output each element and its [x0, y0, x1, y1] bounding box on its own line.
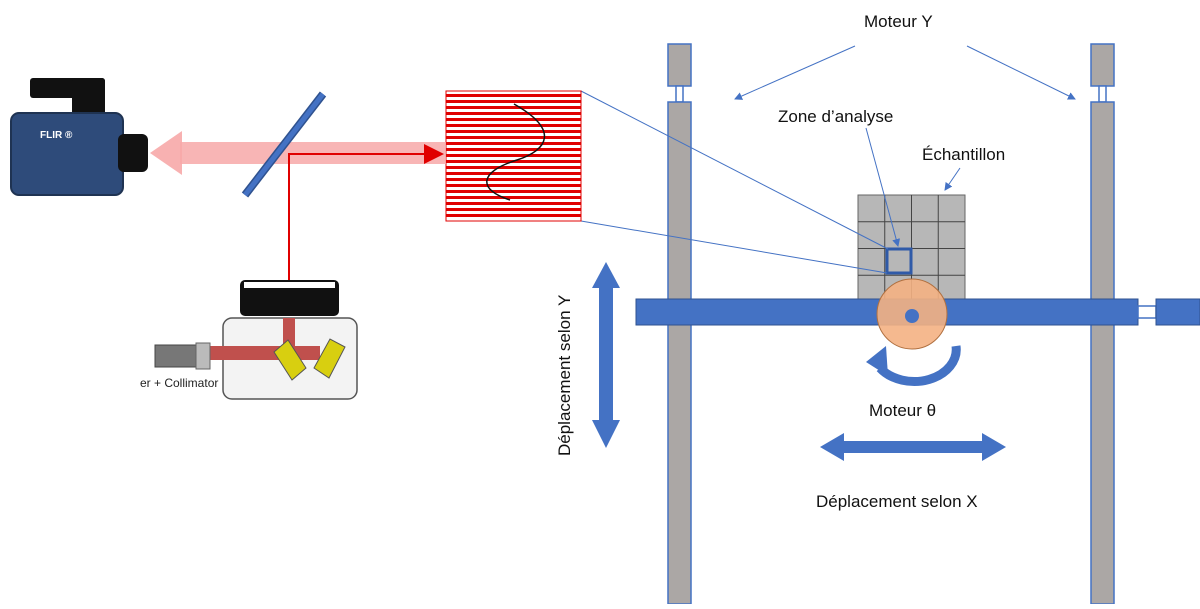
zoom-line-bottom — [580, 220, 888, 274]
rotation-arrow-icon — [866, 345, 961, 386]
fringe-stripe — [446, 112, 581, 115]
deplacement-y-label: Déplacement selon Y — [555, 295, 574, 456]
fringe-stripe — [446, 100, 581, 103]
deplacement-x-label: Déplacement selon X — [816, 492, 978, 511]
fringe-stripe — [446, 166, 581, 169]
fringe-stripe — [446, 154, 581, 157]
fringe-stripe — [446, 214, 581, 217]
echantillon-pointer — [944, 167, 961, 191]
rotor-disc — [876, 278, 948, 350]
zone-analyse-pointer — [865, 127, 901, 247]
fringe-pattern-zoom — [445, 90, 582, 222]
moteur-theta-label: Moteur θ — [869, 401, 936, 420]
fringe-stripe — [446, 142, 581, 145]
fringe-stripe — [446, 184, 581, 187]
fringe-stripe — [446, 172, 581, 175]
fringe-stripe — [446, 118, 581, 121]
fringe-stripe — [446, 94, 581, 97]
fringe-stripe — [446, 136, 581, 139]
laser-collimator-label: er + Collimator — [140, 376, 218, 390]
moteur-y-pointer-right — [966, 45, 1076, 100]
fringe-stripe — [446, 208, 581, 211]
laser-module-icon: er + Collimator — [140, 280, 358, 400]
fringe-stripe — [446, 124, 581, 127]
fringe-stripe — [446, 202, 581, 205]
camera-icon: FLIR ® — [10, 78, 148, 196]
fringe-stripe — [446, 190, 581, 193]
moteur-y-label: Moteur Y — [864, 12, 933, 31]
fringe-stripe — [446, 178, 581, 181]
camera-brand-label: FLIR ® — [40, 130, 73, 141]
laser-path — [288, 144, 444, 284]
zone-analyse-label: Zone d’analyse — [778, 107, 893, 126]
fringe-stripe — [446, 106, 581, 109]
echantillon-label: Échantillon — [922, 145, 1005, 164]
analysis-zone-box — [885, 247, 913, 275]
y-displacement-arrow — [592, 262, 620, 448]
fringe-stripe — [446, 130, 581, 133]
right-vertical-rail — [1090, 43, 1115, 605]
zoom-line-top — [580, 90, 889, 250]
moteur-y-pointer-left — [734, 45, 856, 100]
left-vertical-rail — [667, 43, 692, 605]
x-displacement-arrow — [820, 433, 1006, 461]
fringe-stripe — [446, 196, 581, 199]
fringe-stripe — [446, 148, 581, 151]
